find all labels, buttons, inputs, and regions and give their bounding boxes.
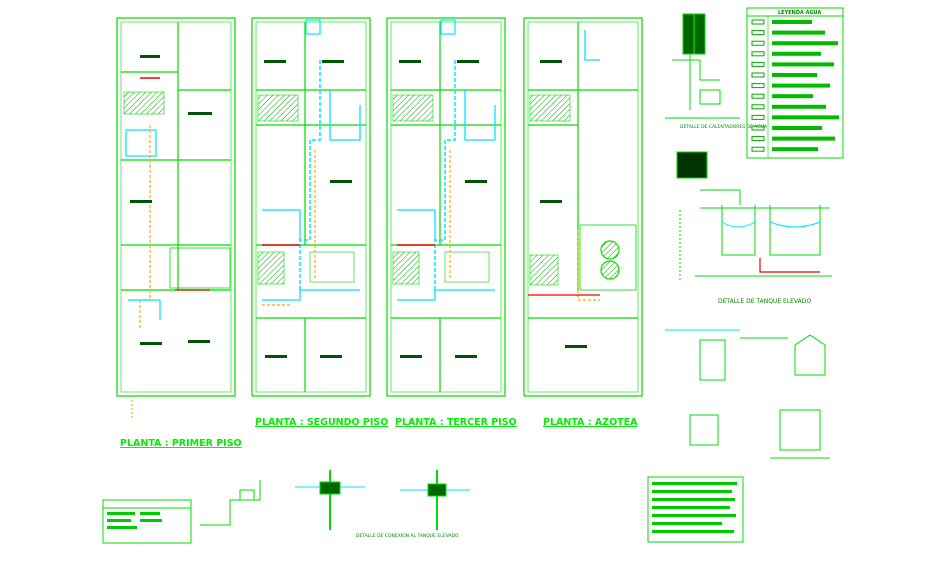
legend-label: [772, 62, 834, 67]
tanque-title: DETALLE DE TANQUE ELEVADO: [718, 298, 811, 305]
legend-symbol: [751, 83, 765, 89]
plan-title-primer: PLANTA : PRIMER PISO: [120, 438, 242, 449]
legend-label: [772, 30, 825, 35]
legend-symbol: [751, 104, 765, 110]
detail-conexion: [200, 470, 470, 530]
legend-label: [772, 136, 835, 141]
legend-label: [772, 20, 812, 24]
legend-label: [772, 83, 830, 88]
legend-label: [772, 73, 817, 77]
plan-title-tercer: PLANTA : TERCER PISO: [395, 417, 517, 428]
plan-tercer-piso: [386, 17, 506, 397]
legend-agua: [746, 7, 844, 159]
calentadores-title: DETALLE DE CALENTADORES DE AGUA: [680, 124, 768, 130]
legend-label: [772, 104, 826, 109]
legend-label: [772, 126, 822, 130]
legend-symbol: [751, 125, 765, 131]
legend-label: [772, 51, 821, 56]
notes-block: [647, 476, 744, 543]
detail-tanque-elevado: [679, 189, 832, 280]
plan-segundo-piso: [251, 17, 371, 397]
legend-symbol: [751, 114, 765, 120]
legend-label: [772, 147, 818, 152]
detail-calentadores: [665, 13, 740, 119]
legend-label: [772, 115, 839, 120]
legend-symbol: [751, 72, 765, 78]
conexion-title: DETALLE DE CONEXION AL TANQUE ELEVADO: [356, 533, 459, 539]
plan-azotea: [523, 17, 643, 397]
legend-symbol: [751, 93, 765, 99]
legend-symbol: [751, 61, 765, 67]
legend-symbol: [751, 19, 765, 25]
legend-label: [772, 41, 838, 46]
legend-symbol: [751, 146, 765, 152]
plan-title-segundo: PLANTA : SEGUNDO PISO: [255, 417, 388, 428]
legend-symbol: [751, 136, 765, 142]
legend-symbol: [751, 40, 765, 46]
legend-title: LEYENDA AGUA: [778, 10, 821, 16]
legend-label: [772, 94, 813, 99]
legend-rows: [751, 19, 839, 152]
detail-misc: [665, 329, 830, 459]
legend-symbol: [751, 51, 765, 57]
legend-symbol: [751, 30, 765, 36]
plan-primer-piso: [116, 17, 236, 420]
note-block: [676, 151, 708, 179]
plan-title-azotea: PLANTA : AZOTEA: [543, 417, 638, 428]
bottom-left-table: [102, 499, 192, 544]
